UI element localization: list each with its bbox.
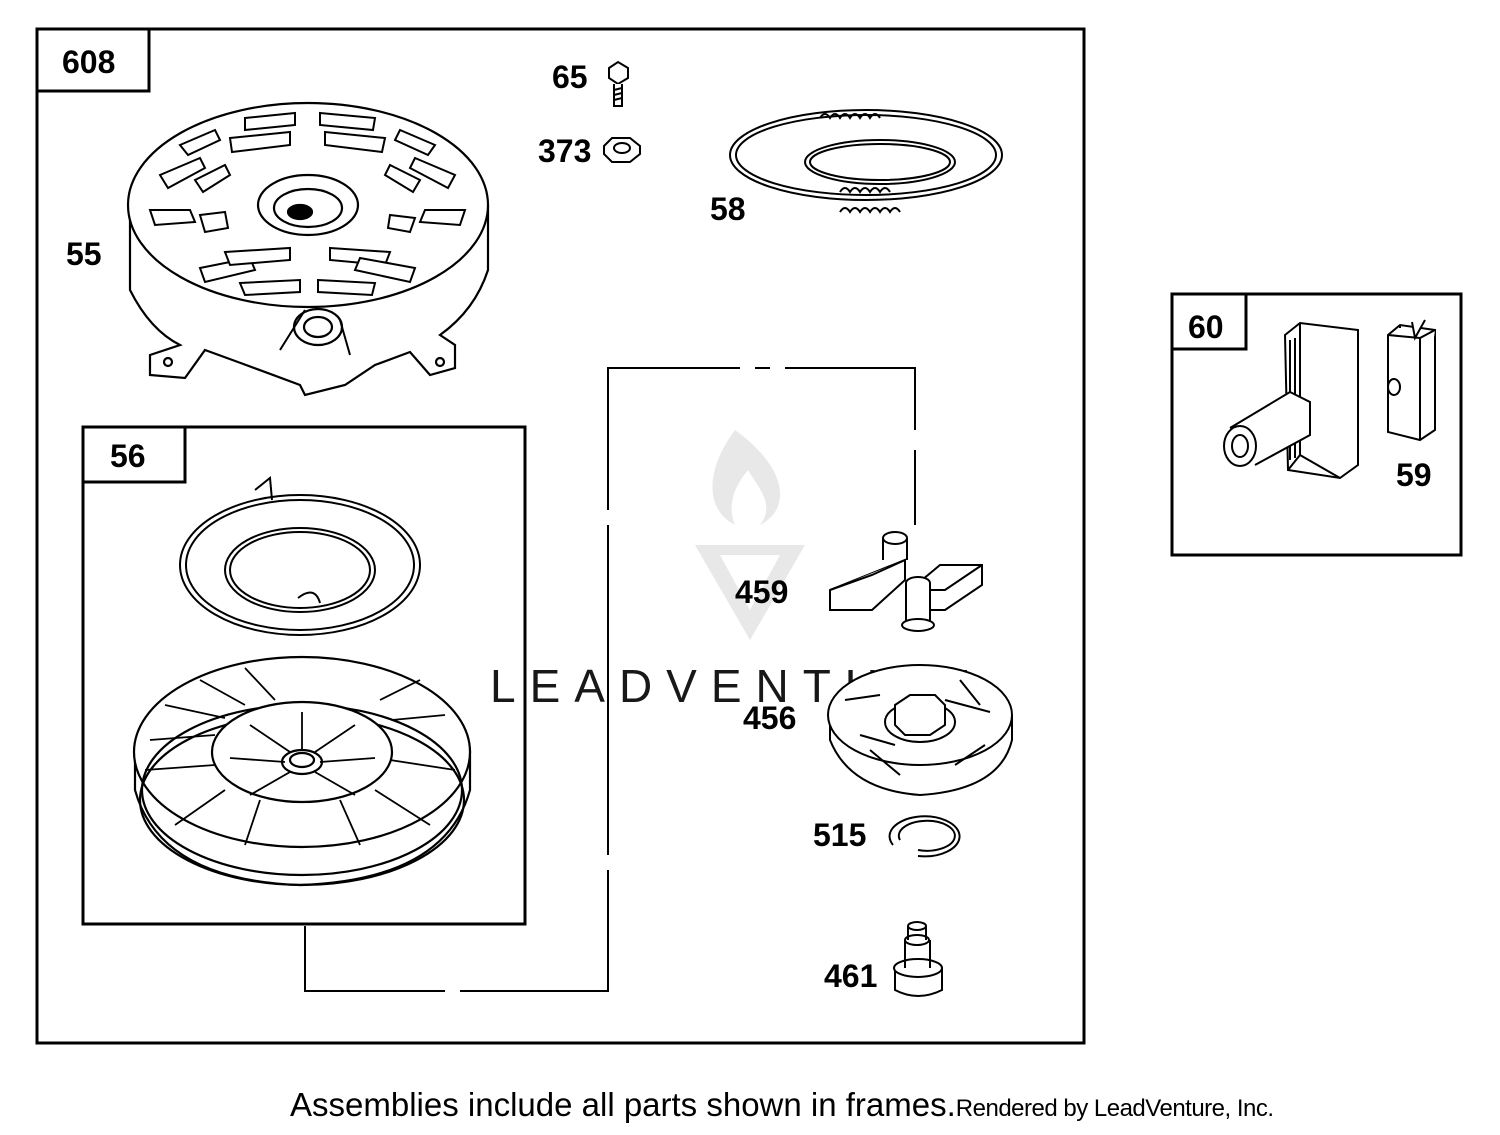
watermark-flame-icon [712, 430, 781, 525]
ratchet-icon [827, 664, 1013, 797]
part-459-label: 459 [735, 574, 788, 610]
starter-housing-icon [126, 101, 490, 397]
nut-icon [603, 137, 641, 163]
part-65-label: 65 [552, 59, 588, 95]
part-373-label: 373 [538, 133, 591, 169]
part-461-label: 461 [824, 958, 877, 994]
part-58-label: 58 [710, 191, 746, 227]
pulley-icon [132, 655, 472, 887]
frame-56-label: 56 [110, 438, 146, 474]
watermark-v-icon [695, 545, 805, 640]
handle-insert-icon [1387, 319, 1436, 442]
retainer-screw-icon [893, 921, 943, 997]
part-456-label: 456 [743, 700, 796, 736]
diagram-caption: Assemblies include all parts shown in fr… [290, 1086, 1274, 1124]
part-59-label: 59 [1396, 457, 1432, 493]
frame-56-label-box [81, 425, 187, 484]
part-55-label: 55 [66, 236, 102, 272]
frame-56: 56 [81, 425, 527, 926]
frame-608: 608 [35, 27, 1086, 1045]
assembly-connector-lines [304, 367, 916, 992]
starter-handle-icon [1223, 321, 1359, 480]
assemblies-note: Assemblies include all parts shown in fr… [290, 1086, 956, 1123]
frame-60-label-box [1170, 292, 1248, 351]
retaining-ring-icon [888, 815, 961, 858]
starter-rope-icon [729, 109, 1003, 214]
frame-60: 60 [1170, 292, 1463, 557]
pawls-icon [829, 531, 983, 632]
frame-608-label: 608 [62, 44, 115, 80]
frame-60-label: 60 [1188, 309, 1224, 345]
recoil-spring-icon [179, 476, 421, 636]
frame-608-label-box [35, 27, 151, 93]
screw-icon [608, 60, 629, 107]
part-515-label: 515 [813, 817, 866, 853]
rendered-by-credit: Rendered by LeadVenture, Inc. [955, 1095, 1274, 1122]
